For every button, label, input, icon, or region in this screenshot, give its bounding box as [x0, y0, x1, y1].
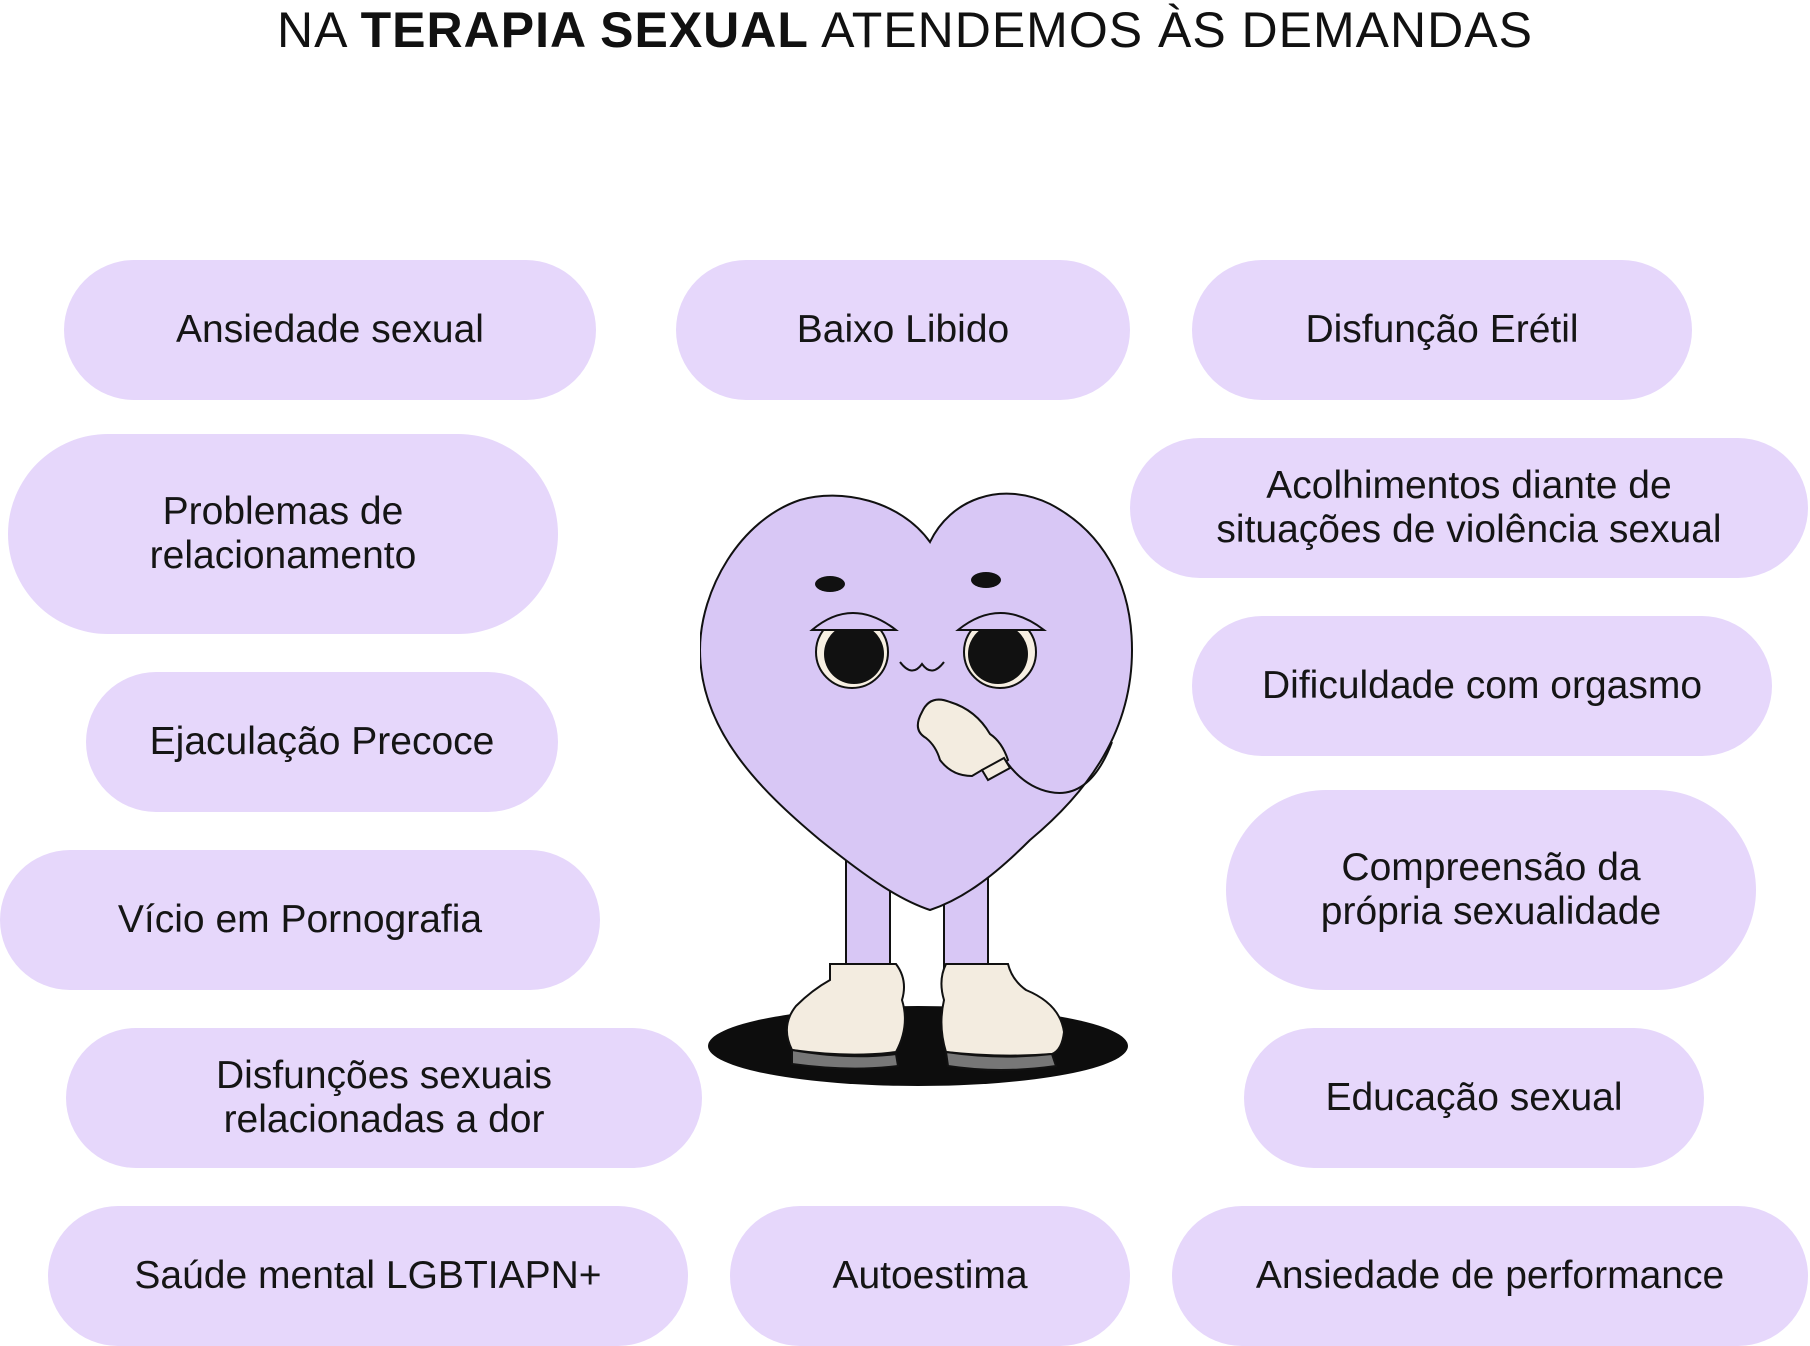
topic-ansiedade-sexual: Ansiedade sexual [64, 260, 596, 400]
topic-educacao-sexual: Educação sexual [1244, 1028, 1704, 1168]
topic-compreensao-sexualidade: Compreensão da própria sexualidade [1226, 790, 1756, 990]
arm-icon [999, 741, 1113, 794]
title-suffix: ATENDEMOS ÀS DEMANDAS [808, 2, 1533, 58]
topic-label: Disfunções sexuais relacionadas a dor [216, 1054, 552, 1142]
topic-label-line-2: situações de violência sexual [1216, 508, 1722, 551]
right-sole-icon [944, 1050, 1058, 1071]
left-shoe-icon [785, 963, 906, 1056]
right-shoe-icon [940, 963, 1066, 1057]
topic-dificuldade-orgasmo: Dificuldade com orgasmo [1192, 616, 1772, 756]
title-bold: TERAPIA SEXUAL [360, 2, 809, 58]
left-eyelid-icon [809, 612, 899, 631]
topic-label-line-1: Disfunções sexuais [216, 1054, 552, 1097]
topic-label: Educação sexual [1325, 1076, 1623, 1119]
topic-acolhimentos-violencia: Acolhimentos diante de situações de viol… [1130, 438, 1808, 578]
right-eyelid-icon [955, 612, 1047, 631]
topic-label: Problemas de relacionamento [150, 490, 417, 578]
topic-label: Ansiedade de performance [1255, 1254, 1725, 1297]
heart-body-icon [700, 492, 1134, 912]
topic-label-line-1: Compreensão da [1341, 846, 1641, 889]
left-sole-icon [791, 1048, 900, 1070]
topic-label: Dificuldade com orgasmo [1261, 664, 1703, 707]
topic-label-line-2: própria sexualidade [1320, 890, 1662, 933]
hand-glove-icon [916, 698, 1010, 778]
mouth-icon [899, 661, 945, 672]
topic-problemas-relacionamento: Problemas de relacionamento [8, 434, 558, 634]
topic-ansiedade-performance: Ansiedade de performance [1172, 1206, 1808, 1346]
topic-vicio-pornografia: Vício em Pornografia [0, 850, 600, 990]
right-eyebrow-icon [971, 572, 1001, 588]
page-title: NA TERAPIA SEXUAL ATENDEMOS ÀS DEMANDAS [0, 0, 1810, 60]
topic-label: Baixo Libido [796, 308, 1010, 351]
topic-autoestima: Autoestima [730, 1206, 1130, 1346]
right-pupil-icon [968, 624, 1028, 684]
topic-label: Acolhimentos diante de situações de viol… [1216, 464, 1721, 552]
topic-label: Compreensão da própria sexualidade [1321, 846, 1661, 934]
topic-baixo-libido: Baixo Libido [676, 260, 1130, 400]
topic-label: Autoestima [832, 1254, 1028, 1297]
topic-label: Ejaculação Precoce [149, 720, 495, 763]
topic-label-line-2: relacionamento [149, 534, 417, 577]
topic-disfuncoes-dor: Disfunções sexuais relacionadas a dor [66, 1028, 702, 1168]
floor-shadow-icon [708, 1006, 1128, 1086]
left-pupil-icon [824, 624, 884, 684]
topic-label-line-2: relacionadas a dor [223, 1098, 545, 1141]
topic-label: Ansiedade sexual [176, 308, 484, 351]
glove-cuff-icon [980, 756, 1012, 782]
title-prefix: NA [277, 2, 361, 58]
topic-ejaculacao-precoce: Ejaculação Precoce [86, 672, 558, 812]
topic-label: Saúde mental LGBTIAPN+ [134, 1254, 602, 1297]
topic-disfuncao-eretil: Disfunção Erétil [1192, 260, 1692, 400]
topic-label: Vício em Pornografia [117, 898, 483, 941]
left-eyebrow-icon [815, 576, 845, 592]
heart-character-icon [700, 492, 1134, 1086]
topic-label: Disfunção Erétil [1305, 308, 1579, 351]
topic-saude-mental-lgbtiapn: Saúde mental LGBTIAPN+ [48, 1206, 688, 1346]
topic-label-line-1: Problemas de [162, 490, 404, 533]
topic-label-line-1: Acolhimentos diante de [1266, 464, 1672, 507]
